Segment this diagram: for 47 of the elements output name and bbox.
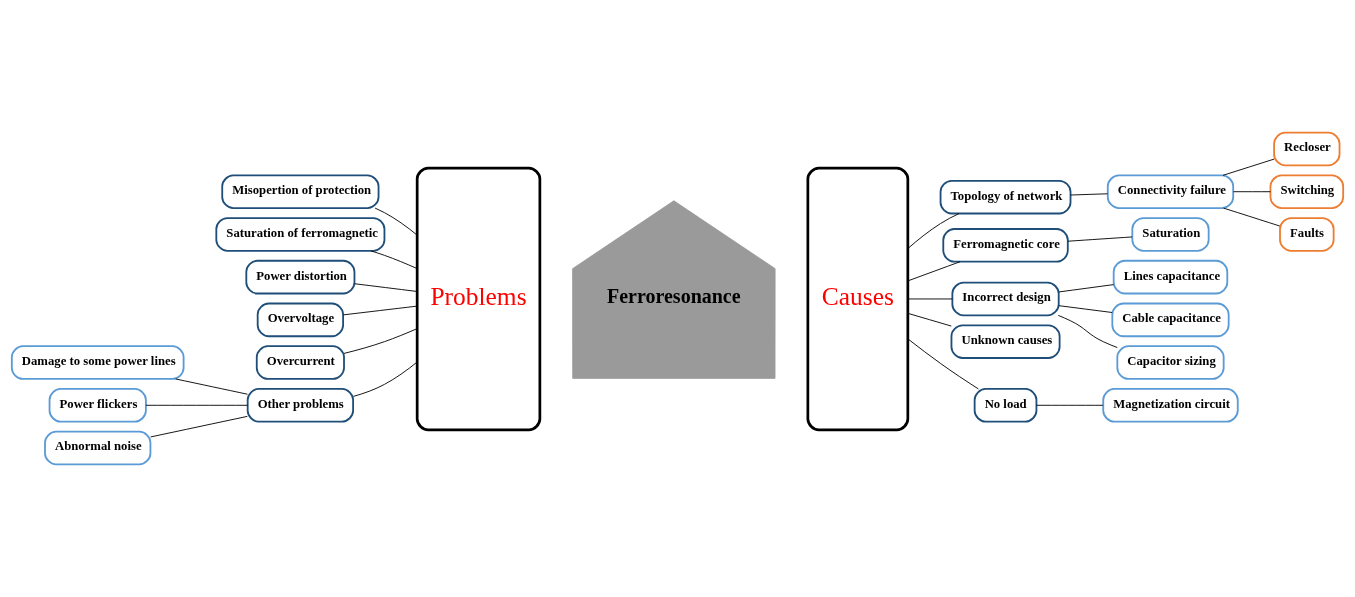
connector xyxy=(1222,158,1275,176)
node-box: Abnormal noise xyxy=(44,430,152,466)
node-box: Incorrect design xyxy=(951,281,1060,317)
connector xyxy=(907,338,979,390)
node-box: Overvoltage xyxy=(256,302,344,338)
node-box: Ferromagnetic core xyxy=(942,228,1069,263)
node-box: Capacitor sizing xyxy=(1116,345,1225,380)
node-box: No load xyxy=(973,388,1038,423)
node-box: Topology of network xyxy=(939,179,1072,215)
connector xyxy=(1233,191,1271,193)
node-box: Overcurrent xyxy=(255,345,345,380)
node-box: Saturation xyxy=(1131,217,1210,252)
node-box: Recloser xyxy=(1273,131,1341,167)
node-box: Power flickers xyxy=(48,388,147,423)
node-box: Connectivity failure xyxy=(1106,174,1235,209)
connector xyxy=(352,361,418,397)
node-box: Damage to some power lines xyxy=(10,345,185,380)
connector xyxy=(907,261,961,282)
connector xyxy=(354,283,418,292)
node-box: Misopertion of protection xyxy=(221,174,380,209)
connector xyxy=(1036,404,1104,406)
connector xyxy=(374,207,418,236)
connector xyxy=(907,298,953,300)
connector xyxy=(1070,193,1108,196)
node-box: Cable capacitance xyxy=(1111,302,1230,338)
node-box: Saturation of ferromagnetic xyxy=(215,217,386,252)
connector xyxy=(1058,305,1113,313)
connector xyxy=(343,328,418,354)
connector xyxy=(370,250,418,269)
node-box: Causes xyxy=(806,166,910,432)
node-box: Unknown causes xyxy=(950,324,1061,359)
connector xyxy=(1057,314,1118,348)
node-box: Problems xyxy=(415,166,542,432)
connector xyxy=(175,378,248,395)
node-box: Other problems xyxy=(246,388,354,423)
connector xyxy=(1067,236,1133,242)
connector xyxy=(343,305,418,316)
node-box: Faults xyxy=(1279,217,1335,252)
connector xyxy=(907,312,952,327)
node-box: Magnetization circuit xyxy=(1102,388,1239,423)
connector xyxy=(150,415,248,438)
node-box: Lines capacitance xyxy=(1112,259,1229,295)
connector xyxy=(1223,207,1281,227)
connector xyxy=(1058,284,1114,293)
connector xyxy=(145,404,248,406)
node-box: Switching xyxy=(1269,174,1345,209)
node-box: Power distortion xyxy=(245,259,356,295)
